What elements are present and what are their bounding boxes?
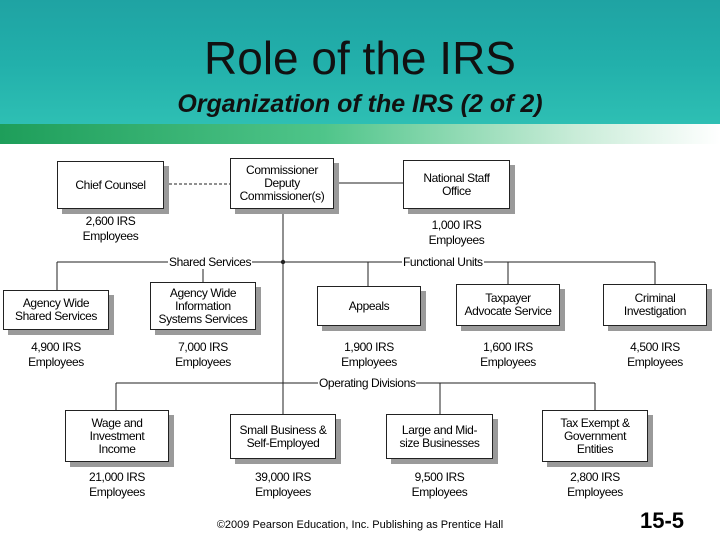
slide-title: Role of the IRS	[204, 32, 516, 84]
criminal-investigation-box: Criminal Investigation	[603, 284, 707, 326]
chief-counsel-box: Chief Counsel	[57, 161, 164, 209]
page-number: 15-5	[640, 508, 685, 533]
agency-wide-information-systems-employees: 7,000 IRS Employees	[175, 340, 231, 369]
functional-units-label: Functional Units	[402, 255, 484, 269]
wage-investment-box: Wage and Investment Income	[65, 410, 169, 462]
national-staff-employees: 1,000 IRS Employees	[428, 218, 485, 247]
small-business-box: Small Business & Self-Employed	[230, 414, 336, 459]
agency-wide-information-systems-box: Agency Wide Information Systems Services	[150, 282, 256, 330]
appeals-box: Appeals	[317, 286, 421, 326]
commissioner-box: Commissioner Deputy Commissioner(s)	[230, 158, 334, 209]
small-business-employees: 39,000 IRS Employees	[254, 470, 312, 499]
large-midsize-box: Large and Mid- size Businesses	[386, 414, 493, 459]
junction-dot	[280, 259, 286, 265]
appeals-employees: 1,900 IRS Employees	[341, 340, 397, 369]
large-midsize-employees: 9,500 IRS Employees	[411, 470, 468, 499]
header-background	[0, 0, 720, 128]
slide-subtitle: Organization of the IRS (2 of 2)	[177, 90, 543, 118]
copyright-footer: ©2009 Pearson Education, Inc. Publishing…	[216, 519, 504, 531]
wage-investment-employees: 21,000 IRS Employees	[88, 470, 146, 499]
agency-wide-shared-services-employees: 4,900 IRS Employees	[28, 340, 84, 369]
operating-divisions-label: Operating Divisions	[318, 376, 417, 390]
tax-exempt-box: Tax Exempt & Government Entities	[542, 410, 648, 462]
taxpayer-advocate-box: Taxpayer Advocate Service	[456, 284, 560, 326]
agency-wide-shared-services-box: Agency Wide Shared Services	[3, 290, 109, 330]
chief-counsel-employees: 2,600 IRS Employees	[82, 214, 139, 243]
national-staff-box: National Staff Office	[403, 160, 510, 209]
shared-services-label: Shared Services	[168, 255, 253, 269]
header-gradient-bar	[0, 124, 720, 144]
taxpayer-advocate-employees: 1,600 IRS Employees	[480, 340, 536, 369]
criminal-investigation-employees: 4,500 IRS Employees	[627, 340, 683, 369]
tax-exempt-employees: 2,800 IRS Employees	[567, 470, 623, 499]
